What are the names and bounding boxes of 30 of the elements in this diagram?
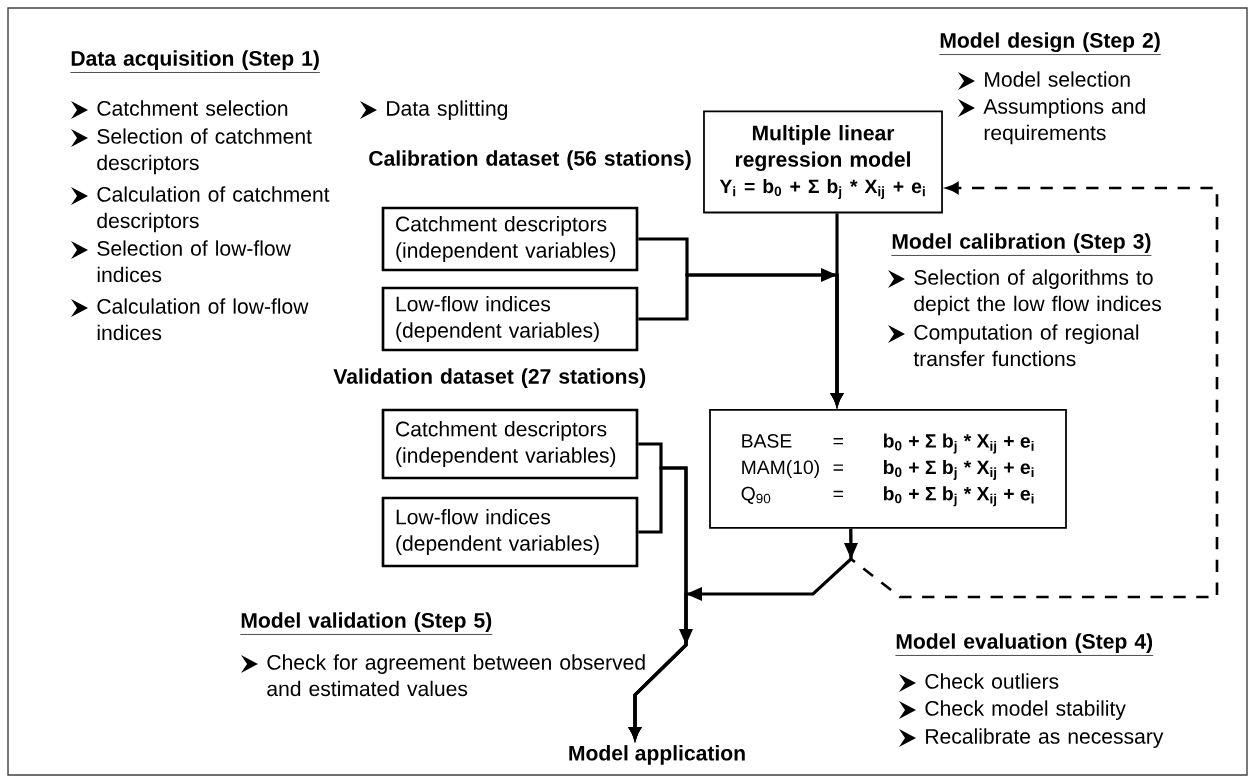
bullet-text: Recalibrate as necessary bbox=[926, 728, 1164, 748]
bullet-text: Check outliers bbox=[925, 673, 1059, 689]
bullet-text: Assumptions and requirements bbox=[983, 98, 1145, 145]
step-heading: Model evaluation (Step 4) bbox=[895, 633, 1154, 656]
equation-box: BASE = b$_{0}$ + Σ b$_{j}$ * X$_{ij}$ + e$_{i}$ MAM(10) = b$_{0}$ + Σ b$_{j}$ * X$_{ij}$ + e$_{i}$ Q$_{90}$ = b$_{0}$ + Σ b$_{j}$ * X$_{ij}$ + e$_{i}$ bbox=[709, 409, 1067, 529]
bullet-text: Selection of low-flow indices bbox=[97, 240, 291, 283]
terminal-text: Model application bbox=[569, 745, 745, 765]
bullet-text: Check for agreement between observed and estimated values bbox=[267, 654, 645, 697]
step-heading: Model design (Step 2) bbox=[939, 32, 1162, 55]
bullet-text: Selection of algorithms to depict the low flow indices bbox=[914, 269, 1161, 316]
arrow bbox=[849, 182, 1219, 599]
dataset-heading: Calibration dataset (56 stations) bbox=[369, 150, 691, 170]
bullet-text: Calculation of catchment descriptors bbox=[97, 186, 330, 233]
bullet-text: Calculation of low-flow indices bbox=[97, 298, 309, 341]
arrow bbox=[831, 213, 843, 406]
step-heading: Model calibration (Step 3) bbox=[891, 233, 1152, 256]
bullet-text: Computation of regional transfer functions bbox=[913, 324, 1139, 367]
step-heading: Model validation (Step 5) bbox=[240, 612, 493, 635]
data-box: Low-flow indices (dependent variables) bbox=[381, 496, 639, 568]
bullet-text: Model selection bbox=[985, 71, 1130, 87]
step-heading: Data acquisition (Step 1) bbox=[70, 50, 321, 73]
data-box: Catchment descriptors (independent variables) bbox=[381, 408, 639, 480]
dataset-heading: Validation dataset (27 stations) bbox=[333, 368, 646, 388]
model-box: Multiple linear regression model Y$_{i}$ = b$_{0}$ + Σ b$_{j}$ * X$_{ij}$ + e$_{i}$ bbox=[703, 110, 943, 214]
bullet-text: Selection of catchment descriptors bbox=[97, 128, 312, 175]
data-box: Low-flow indices (dependent variables) bbox=[381, 286, 639, 352]
bullet-text: Data splitting bbox=[387, 100, 508, 120]
bullet-text: Catchment selection bbox=[97, 100, 288, 116]
data-box: Catchment descriptors (independent variables) bbox=[381, 206, 639, 272]
bullet-text: Check model stability bbox=[925, 700, 1126, 720]
